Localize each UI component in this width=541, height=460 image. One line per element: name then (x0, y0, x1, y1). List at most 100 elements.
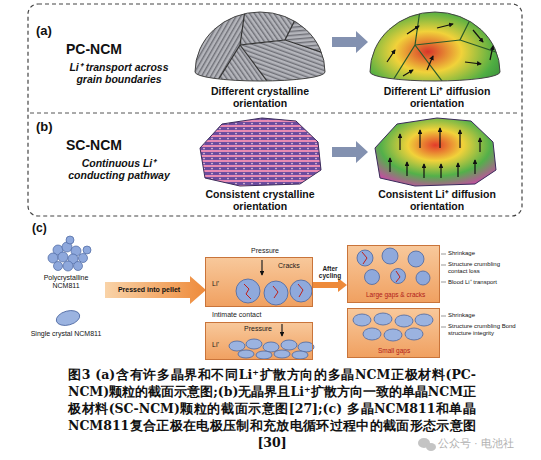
watermark: 公众号 · 电池社 (438, 437, 538, 449)
polycrystal-section (240, 40, 285, 45)
pressure-arrow (281, 324, 282, 336)
panel-subtitle: Continuous Li⁺ conducting pathway (58, 158, 180, 181)
pressed-polycrystal (236, 279, 312, 305)
callout-label: Shrinkage (448, 250, 518, 257)
polycrystal-cluster (83, 246, 91, 254)
single-crystal-diffusion (457, 163, 458, 177)
polycrystal-diffusion (370, 12, 500, 81)
single-crystal-diffusion (399, 134, 400, 150)
pressure-arrow (261, 260, 262, 275)
polycrystal-cluster (54, 262, 63, 271)
polycrystal-outline (195, 12, 325, 81)
single-crystal-diffusion (389, 158, 390, 172)
polycrystal-cluster (74, 262, 83, 271)
polycrystal-diffusion (427, 56, 433, 70)
polycrystal-cluster (48, 236, 91, 271)
process-arrow (332, 31, 368, 53)
single-crystal-diffusion (474, 160, 475, 174)
polycrystal-diffusion (490, 46, 493, 60)
polycrystal-cluster (58, 252, 68, 262)
polycrystal-section (215, 10, 245, 85)
arrow-label: Pressed into pellet (108, 286, 190, 294)
watermark-icon (418, 438, 436, 451)
pressed-single-crystal (298, 342, 314, 352)
box-text: Cracks (278, 262, 300, 270)
box-text: Small gaps (378, 347, 410, 354)
pressure-arrow (262, 260, 282, 336)
leader-line (441, 254, 446, 255)
cycled-polycrystal (357, 248, 430, 285)
figure-caption: Consistent crystalline orientation (195, 189, 325, 212)
process-arrow (105, 276, 206, 304)
cycled-polycrystal (382, 248, 398, 264)
polycrystal-diffusion (365, 5, 505, 90)
cycled-polycrystal (365, 270, 380, 285)
particle-label: Polycrystalline NCM811 (30, 274, 102, 289)
panel-title: SC-NCM (66, 138, 166, 153)
leader-line (441, 265, 446, 266)
box-text: Intimate contact (212, 311, 261, 319)
arrow-shaft (313, 282, 340, 288)
pressed-single-crystal (292, 351, 308, 359)
pressed-single-crystal (238, 350, 254, 358)
box-text: Li⁺ (212, 280, 219, 288)
polycrystal-diffusion (437, 24, 453, 28)
panel-subtitle: Li⁺ transport across grain boundaries (58, 62, 180, 85)
cycled-polycrystal (362, 252, 367, 264)
cycled-single-crystal (384, 329, 402, 341)
polycrystal-diffusion (365, 5, 505, 90)
single-crystal-diffusion (479, 138, 480, 152)
node-fill (347, 245, 440, 303)
box-text: Large gaps & cracks (366, 291, 425, 298)
leader-line (441, 254, 446, 327)
pressed-single-crystal (246, 339, 262, 349)
panel-frame (28, 4, 522, 216)
electrode-box: Intimate contactPressureLi⁺ (205, 322, 313, 360)
polycrystal-diffusion (460, 10, 505, 55)
polycrystal-diffusion (387, 50, 395, 62)
cycled-polycrystal (357, 250, 373, 266)
cycled-single-crystal (353, 313, 433, 341)
pressed-polycrystal (236, 279, 260, 303)
single-crystal-diffusion (375, 118, 496, 186)
pressed-single-crystal (281, 340, 297, 350)
polycrystal-section (285, 10, 330, 55)
process-arrow (332, 141, 368, 163)
cycled-single-crystal (363, 328, 381, 340)
cycled-single-crystal (415, 314, 433, 326)
polycrystal-diffusion (407, 26, 419, 34)
cycled-polycrystal (416, 271, 430, 285)
cycled-polycrystal (408, 251, 424, 267)
single-crystal-particle (55, 308, 82, 328)
cycled-single-crystal (353, 314, 371, 326)
single-crystal-section (200, 118, 321, 186)
single-crystal-diffusion (440, 164, 441, 178)
pressed-single-crystal (229, 339, 314, 359)
polycrystal-diffusion (403, 70, 413, 76)
callout-label: Blood Li⁺ transport (448, 279, 518, 286)
panel-letter: (c) (32, 222, 62, 235)
polycrystal-cluster (79, 254, 88, 263)
single-crystal-particle (55, 308, 82, 328)
polycrystal-diffusion (387, 24, 493, 76)
node-fill (347, 308, 440, 358)
pressed-polycrystal (290, 280, 312, 302)
cycled-polycrystal (391, 269, 406, 284)
figure-caption: Consistent Li⁺ diffusion orientation (372, 189, 502, 212)
node-fill (205, 322, 313, 360)
polycrystal-diffusion (415, 45, 445, 85)
single-crystal-diffusion (375, 118, 496, 186)
pressed-single-crystal (274, 350, 290, 358)
figure-caption: Different crystalline orientation (195, 86, 325, 109)
box-text: Li⁺ (212, 341, 219, 349)
pressed-polycrystal (298, 284, 303, 297)
leader-line (441, 282, 446, 283)
arrow-label: After cycling (316, 265, 344, 279)
single-crystal-section (200, 118, 321, 186)
electrode-box: PressureCracksLi⁺ (205, 257, 313, 307)
watermark-icon (426, 443, 436, 451)
cycled-single-crystal (374, 313, 392, 325)
electrode-box: Large gaps & cracks (347, 245, 440, 303)
single-crystal-diffusion (423, 164, 424, 178)
process-arrow (313, 278, 347, 292)
